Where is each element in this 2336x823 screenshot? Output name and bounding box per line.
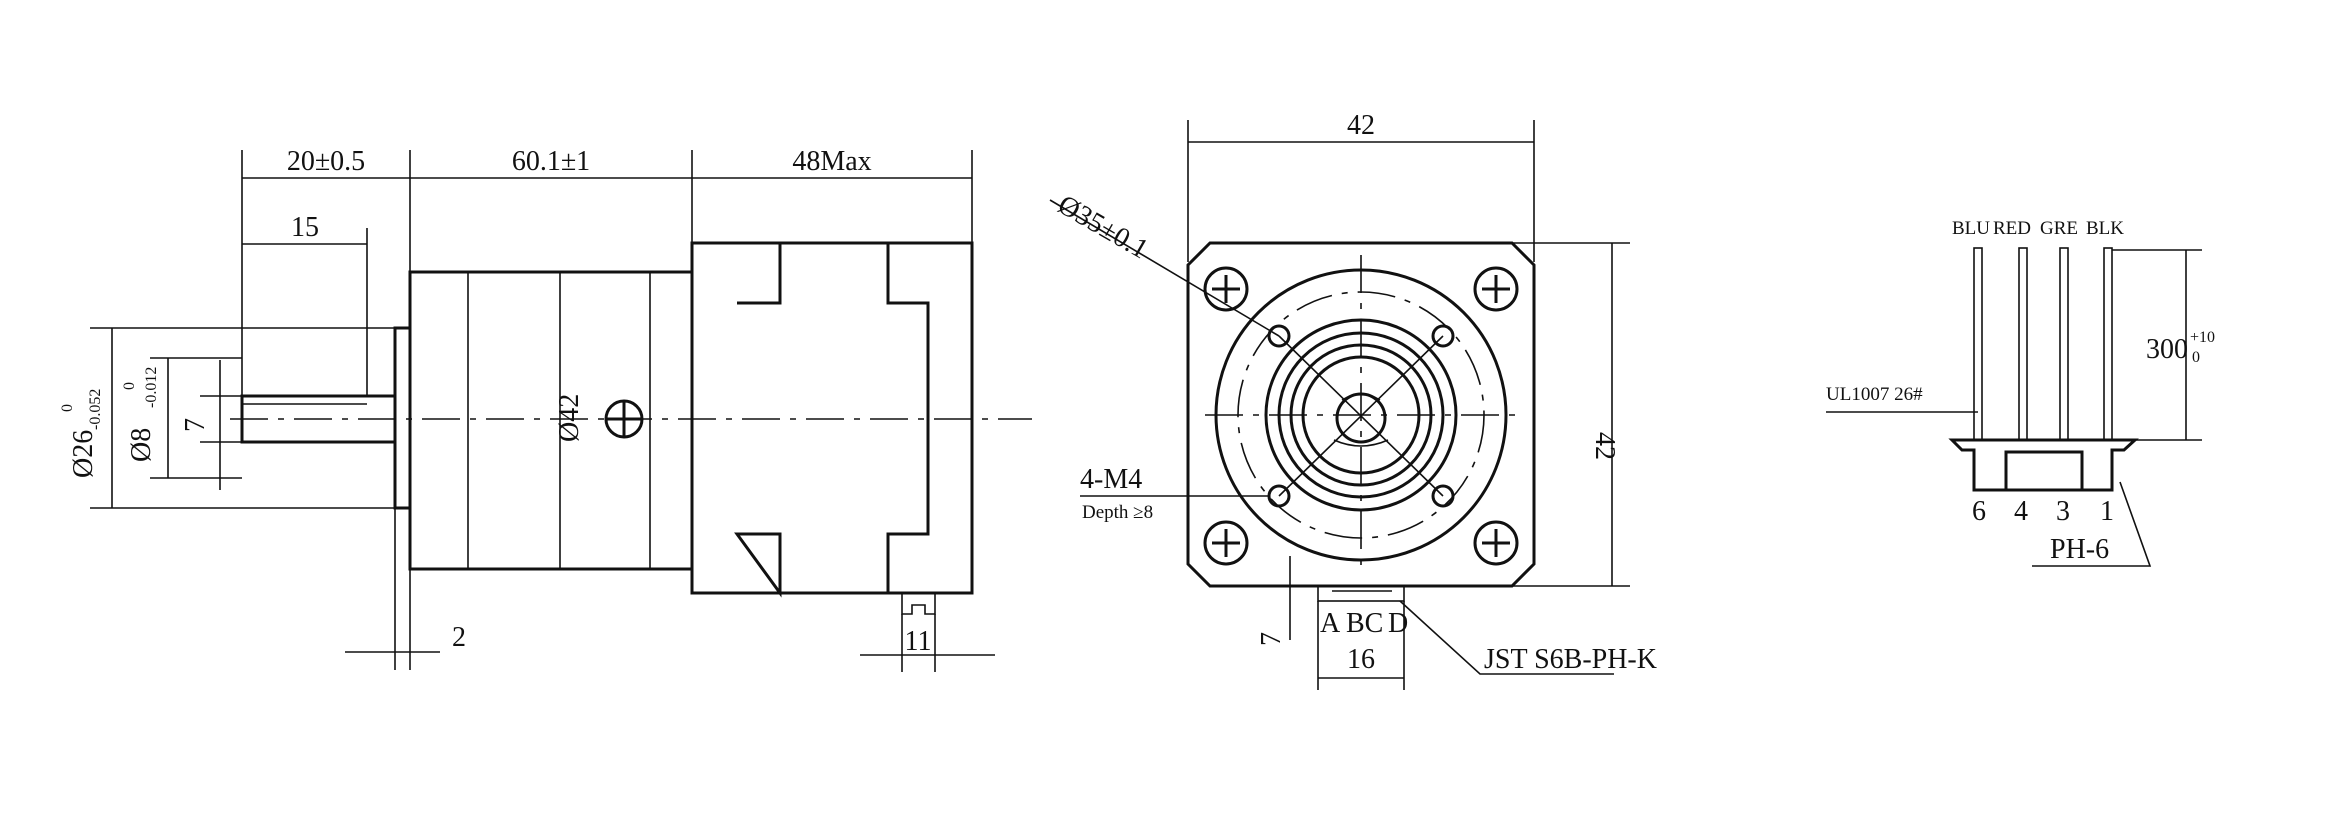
pin-1: 1 — [2100, 496, 2114, 527]
dim-shaft-length: 20±0.5 — [287, 146, 365, 177]
pin-label-bc: BC — [1346, 608, 1383, 639]
dim-pcd: Ø35±0.1 — [1053, 189, 1154, 265]
wire-blk: BLK — [2086, 218, 2124, 239]
pin-label-d: D — [1388, 608, 1408, 639]
dim-gearbox-length: 60.1±1 — [512, 146, 590, 177]
dim-flat-length: 15 — [291, 212, 319, 243]
dim-motor-length: 48Max — [792, 146, 871, 177]
side-view: 20±0.5 60.1±1 48Max 15 Ø26 0 -0.052 Ø8 0… — [59, 146, 1032, 672]
svg-text:0: 0 — [59, 404, 76, 412]
dim-width: 42 — [1347, 110, 1375, 141]
dim-height: 42 — [1589, 432, 1620, 460]
dim-length: 300 — [2146, 334, 2188, 365]
dim-shaft-dia: Ø8 — [126, 428, 157, 462]
wire-gre: GRE — [2040, 218, 2078, 239]
wire — [1973, 247, 2113, 441]
connector-part: JST S6B-PH-K — [1484, 644, 1657, 675]
corner-screw — [1203, 266, 1519, 566]
pin-3: 3 — [2056, 496, 2070, 527]
svg-text:-0.012: -0.012 — [143, 367, 160, 408]
svg-text:0: 0 — [121, 382, 138, 390]
dim-connector-width: 16 — [1347, 644, 1375, 675]
housing-label: PH-6 — [2050, 534, 2109, 565]
dim-boss-dia: Ø26 — [68, 430, 99, 478]
connector — [1317, 585, 1405, 602]
dim-connector-offset: 7 — [1256, 632, 1287, 646]
cable-label: UL1007 26# — [1826, 384, 1923, 405]
wire-blu: BLU — [1952, 218, 1990, 239]
svg-text:0: 0 — [2192, 349, 2200, 366]
pin-6: 6 — [1972, 496, 1986, 527]
dim-connector: 11 — [905, 626, 932, 657]
flange-plate — [393, 326, 412, 510]
ph6-housing — [1948, 438, 2139, 492]
dim-body-dia: Ø42 — [554, 394, 585, 442]
pin-4: 4 — [2014, 496, 2028, 527]
wiring-diagram: BLU RED GRE BLK 300 +10 0 UL1007 26# 6 4… — [1826, 218, 2215, 567]
svg-text:+10: +10 — [2190, 329, 2215, 346]
pin-label-a: A — [1320, 608, 1341, 639]
holes-label: 4-M4 — [1080, 464, 1142, 495]
front-view: 42 42 Ø35±0.1 4-M4 Depth ≥8 A BC D 16 7 … — [1049, 110, 1657, 690]
wire-red: RED — [1993, 218, 2031, 239]
m4-hole — [1267, 324, 1455, 508]
dim-flat: 7 — [180, 418, 211, 432]
svg-text:-0.052: -0.052 — [87, 389, 104, 430]
motor-outline-detail — [734, 243, 930, 598]
dim-flange: 2 — [452, 622, 466, 653]
motor-body — [690, 241, 974, 595]
depth-label: Depth ≥8 — [1082, 502, 1153, 523]
